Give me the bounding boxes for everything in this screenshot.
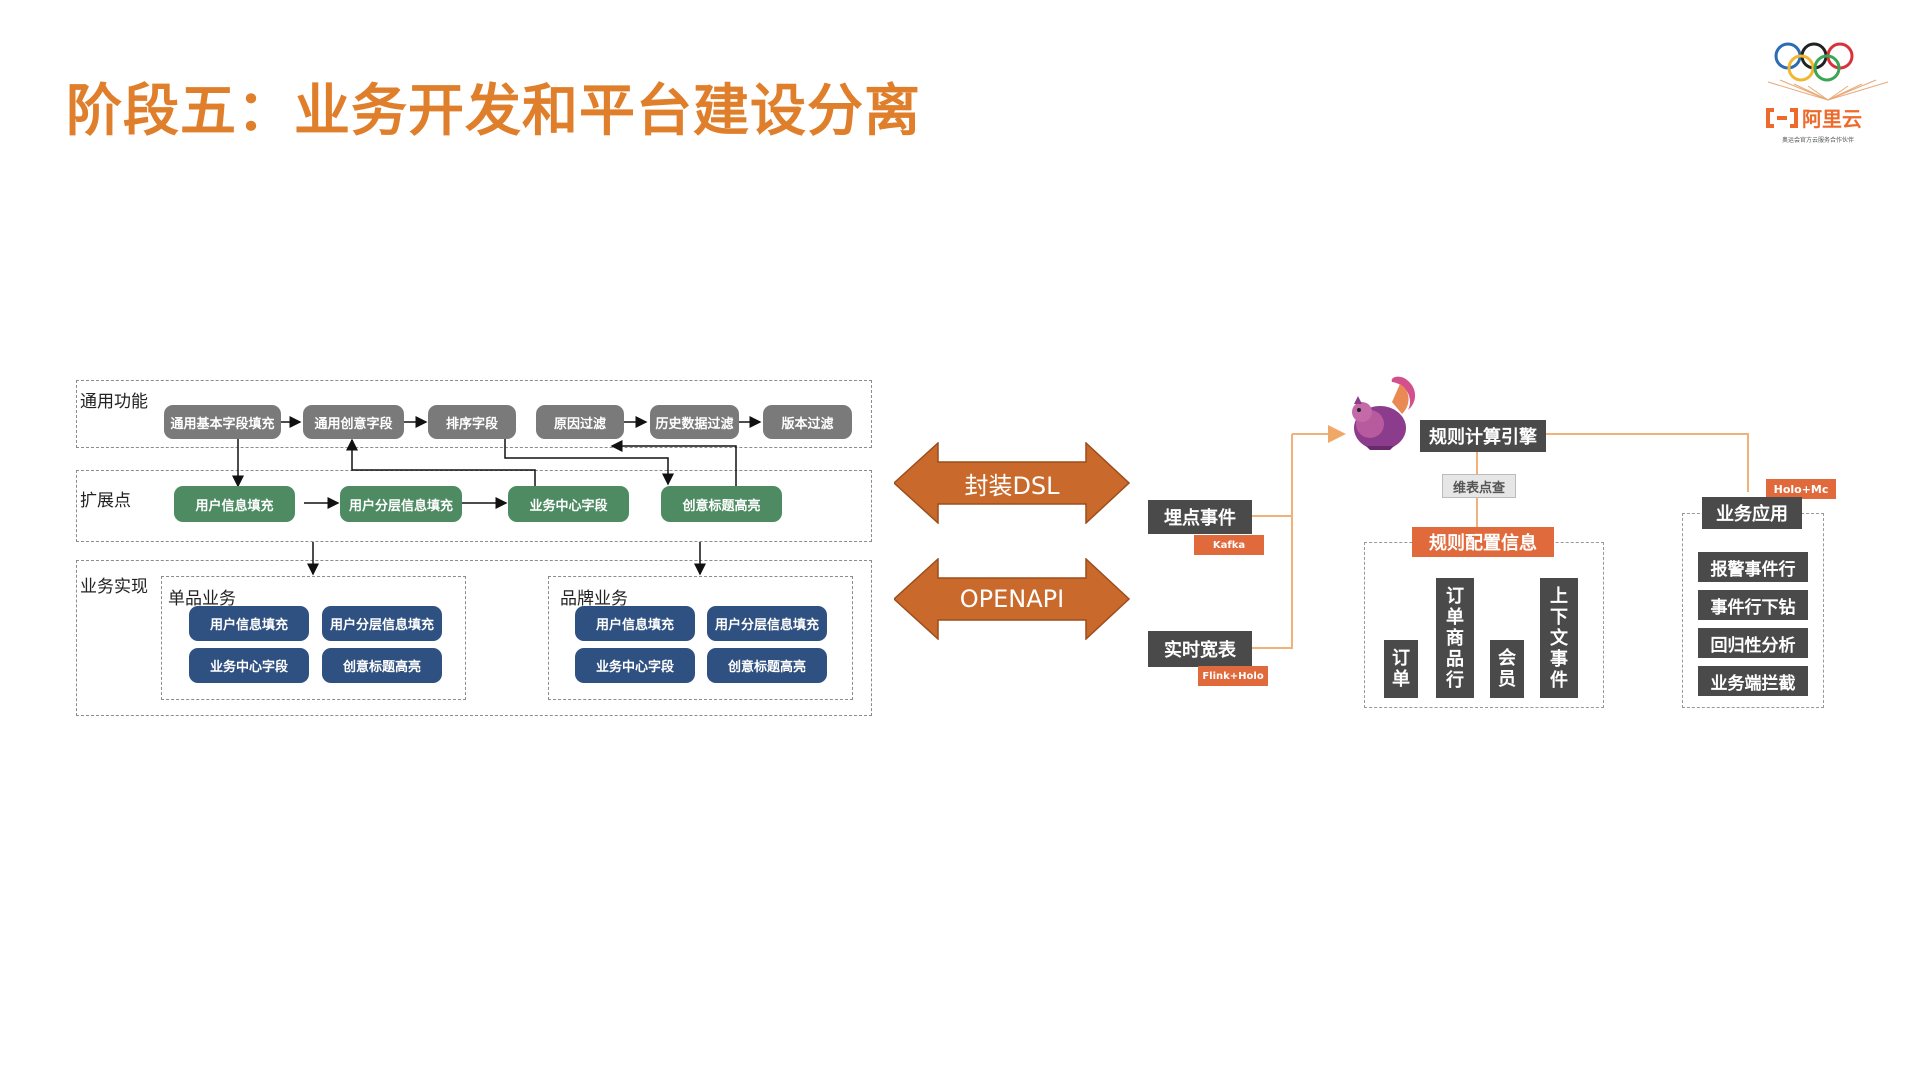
single-item-business-center: 业务中心字段 — [189, 648, 309, 683]
config-column-order: 订 单 — [1384, 640, 1418, 698]
config-col-order-char-2: 单 — [1392, 669, 1410, 690]
general-item-history-filter: 历史数据过滤 — [650, 405, 739, 439]
config-col-orderline-char-3: 商 — [1446, 627, 1464, 649]
arrow-general3-to-ext4 — [504, 439, 674, 486]
realtime-wide-table-box: 实时宽表 — [1148, 631, 1252, 667]
general-section — [76, 380, 872, 448]
kafka-tag: Kafka — [1194, 535, 1264, 555]
arrow-ext4-to-general5 — [610, 440, 737, 486]
arrow-ext3-to-general2 — [346, 438, 536, 486]
general-section-label: 通用功能 — [80, 392, 148, 412]
left-connectors — [232, 416, 762, 576]
logo-tagline-text: 奥运会官方云服务合作伙伴 — [1782, 136, 1854, 144]
alibaba-cloud-logo: 阿里云 奥运会官方云服务合作伙伴 — [1760, 38, 1898, 148]
ext-item-user-tier-fill: 用户分层信息填充 — [340, 486, 462, 522]
single-item-user-info-fill: 用户信息填充 — [189, 606, 309, 641]
config-col-orderline-char-2: 单 — [1446, 606, 1464, 628]
app-item-alarm-event: 报警事件行 — [1698, 552, 1808, 582]
config-col-context-char-2: 下 — [1550, 606, 1568, 628]
brand-business-section — [548, 576, 853, 700]
config-col-order-char-1: 订 — [1392, 648, 1410, 669]
double-arrow-dsl — [894, 442, 1130, 524]
ext-item-creative-title-highlight: 创意标题高亮 — [661, 486, 782, 522]
logo-brand-text: 阿里云 — [1802, 107, 1862, 131]
dim-lookup-box: 维表点查 — [1442, 474, 1516, 498]
brand-item-creative-title-highlight: 创意标题高亮 — [707, 648, 827, 683]
dsl-arrow-label: 封装DSL — [964, 471, 1060, 500]
config-col-context-char-1: 上 — [1550, 585, 1568, 607]
general-item-creative-field: 通用创意字段 — [303, 405, 404, 439]
general-item-basic-field-fill: 通用基本字段填充 — [164, 405, 281, 439]
app-item-business-intercept: 业务端拦截 — [1698, 666, 1808, 696]
single-business-section — [161, 576, 466, 700]
general-item-sort-field: 排序字段 — [428, 405, 516, 439]
app-item-event-drilldown: 事件行下钻 — [1698, 590, 1808, 620]
slide-title: 阶段五：业务开发和平台建设分离 — [66, 79, 921, 144]
double-arrow-openapi — [894, 558, 1130, 640]
config-column-member: 会 员 — [1490, 640, 1524, 698]
config-col-member-char-1: 会 — [1498, 648, 1516, 669]
general-item-version-filter: 版本过滤 — [763, 405, 852, 439]
config-col-context-char-4: 事 — [1550, 648, 1568, 670]
business-app-label: 业务应用 — [1702, 497, 1802, 529]
impl-section — [76, 560, 872, 716]
config-col-orderline-char-5: 行 — [1446, 669, 1464, 691]
config-col-orderline-char-1: 订 — [1446, 585, 1464, 607]
rule-config-label: 规则配置信息 — [1412, 527, 1554, 557]
brand-item-user-tier-fill: 用户分层信息填充 — [707, 606, 827, 641]
flink-squirrel-icon — [1352, 376, 1416, 450]
brand-business-label: 品牌业务 — [560, 589, 628, 609]
line-engine-to-app — [1546, 433, 1749, 492]
flink-holo-tag: Flink+Holo — [1198, 666, 1268, 686]
rule-engine-box: 规则计算引擎 — [1420, 420, 1546, 452]
single-item-user-tier-fill: 用户分层信息填充 — [322, 606, 442, 641]
config-column-context-event: 上 下 文 事 件 — [1540, 578, 1578, 698]
config-col-orderline-char-4: 品 — [1446, 648, 1464, 670]
extension-section-label: 扩展点 — [80, 491, 131, 511]
single-business-label: 单品业务 — [168, 589, 236, 609]
brand-item-user-info-fill: 用户信息填充 — [575, 606, 695, 641]
olympic-rings-icon: 阿里云 奥运会官方云服务合作伙伴 — [1766, 42, 1889, 144]
general-item-reason-filter: 原因过滤 — [536, 405, 624, 439]
ext-item-user-info-fill: 用户信息填充 — [174, 486, 295, 522]
config-column-order-line: 订 单 商 品 行 — [1436, 578, 1474, 698]
app-item-regression-analysis: 回归性分析 — [1698, 628, 1808, 658]
event-tracking-box: 埋点事件 — [1148, 500, 1252, 534]
single-item-creative-title-highlight: 创意标题高亮 — [322, 648, 442, 683]
config-col-member-char-2: 员 — [1498, 669, 1516, 690]
holo-mc-tag: Holo+Mc — [1766, 479, 1836, 499]
config-col-context-char-5: 件 — [1550, 669, 1568, 691]
brand-item-business-center: 业务中心字段 — [575, 648, 695, 683]
line-wide-to-bus — [1252, 434, 1293, 649]
config-col-context-char-3: 文 — [1550, 627, 1568, 649]
openapi-arrow-label: OPENAPI — [959, 585, 1065, 613]
ext-item-business-center: 业务中心字段 — [508, 486, 629, 522]
impl-section-label: 业务实现 — [80, 577, 148, 597]
